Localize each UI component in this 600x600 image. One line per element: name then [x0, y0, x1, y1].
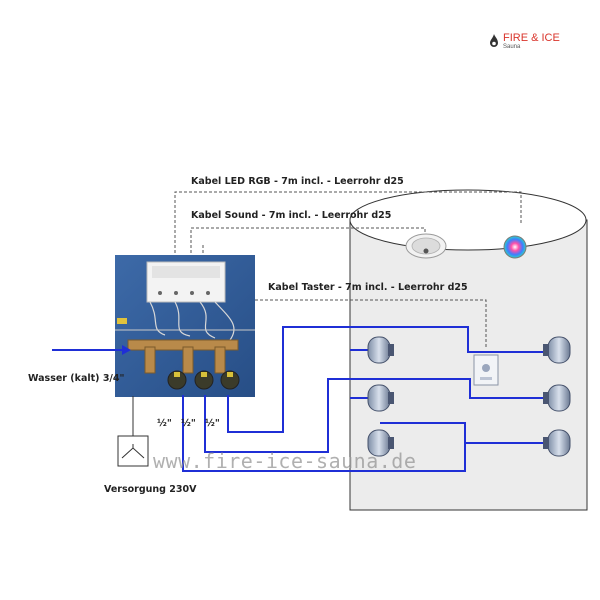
cable-led-label: Kabel LED RGB - 7m incl. - Leerrohr d25 — [191, 176, 404, 187]
power-socket-icon — [117, 396, 149, 467]
cable-button-route — [210, 299, 487, 348]
water-pipes — [52, 326, 555, 472]
cable-led-route — [174, 191, 522, 258]
pipe-circuit-1 — [182, 395, 466, 472]
nozzle-left-1 — [367, 336, 394, 364]
half-inch-label-3: ½" — [205, 418, 220, 429]
nozzles — [367, 336, 571, 457]
speaker-icon — [405, 233, 447, 259]
website-watermark: www.fire-ice-sauna.de — [153, 449, 417, 473]
brand-name: FIRE & ICE — [503, 32, 560, 44]
control-cabinet — [115, 255, 255, 397]
rgb-led-icon — [503, 235, 527, 259]
nozzle-left-2 — [367, 384, 394, 412]
pipe-circuit-2 — [204, 378, 555, 453]
cable-sound-label: Kabel Sound - 7m incl. - Leerrohr d25 — [191, 210, 392, 221]
power-supply-label: Versorgung 230V — [104, 484, 197, 495]
cable-button-label: Kabel Taster - 7m incl. - Leerrohr d25 — [268, 282, 468, 293]
pipe-circuit-3 — [227, 326, 555, 433]
push-button-icon — [473, 354, 499, 386]
water-inlet-arrow-icon — [122, 345, 131, 355]
flame-drop-icon — [490, 34, 498, 47]
nozzle-right-3 — [543, 429, 571, 457]
nozzle-left-3 — [367, 429, 394, 457]
nozzle-right-2 — [543, 384, 571, 412]
cable-sound-route — [190, 227, 426, 258]
half-inch-label-2: ½" — [181, 418, 196, 429]
water-supply-label: Wasser (kalt) 3/4" — [28, 373, 125, 384]
half-inch-label-1: ½" — [157, 418, 172, 429]
sauna-cabin — [349, 189, 588, 511]
brand-subtitle: Sauna — [503, 44, 521, 50]
nozzle-right-1 — [543, 336, 571, 364]
